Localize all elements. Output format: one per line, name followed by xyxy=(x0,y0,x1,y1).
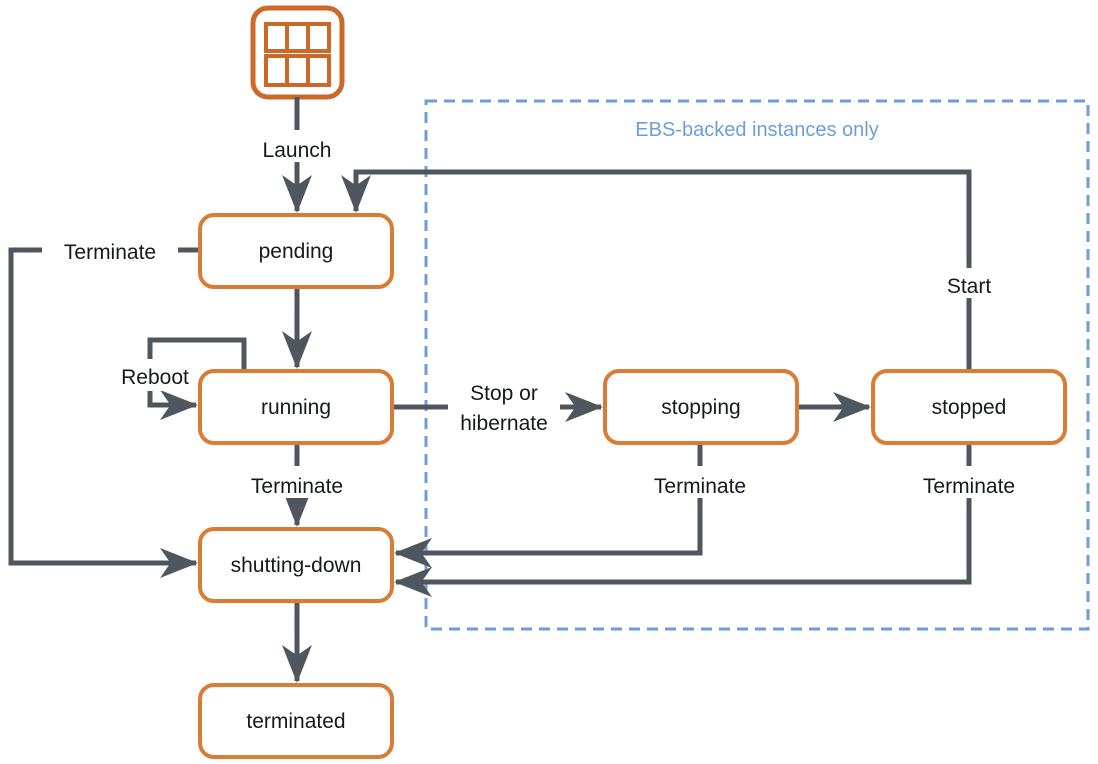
edge-label-pending-terminate: Terminate xyxy=(64,241,156,264)
edge-label-running-terminate: Terminate xyxy=(251,475,343,498)
edge-label-launch: Launch xyxy=(263,139,332,162)
edge-label-stop-or-hibernate-line2: hibernate xyxy=(460,412,548,435)
edge-label-stopped-terminate: Terminate xyxy=(923,475,1015,498)
edge-stopped-terminate-line xyxy=(393,443,972,598)
ebs-group-box xyxy=(424,99,1090,631)
node-label-stopping: stopping xyxy=(661,396,740,419)
node-stopped[interactable]: stopped xyxy=(871,369,1067,445)
node-pending[interactable]: pending xyxy=(198,213,394,289)
edge-label-reboot: Reboot xyxy=(121,366,189,389)
ebs-group-label: EBS-backed instances only xyxy=(635,119,878,141)
ec2-instance-icon xyxy=(250,5,345,100)
node-label-shutting-down: shutting-down xyxy=(231,554,362,577)
node-running[interactable]: running xyxy=(198,369,394,445)
node-terminated[interactable]: terminated xyxy=(198,683,394,759)
node-label-terminated: terminated xyxy=(246,710,345,733)
edge-start-line xyxy=(341,169,972,371)
node-label-stopped: stopped xyxy=(932,396,1007,419)
node-shutting-down[interactable]: shutting-down xyxy=(198,527,394,603)
node-label-pending: pending xyxy=(259,240,334,263)
node-stopping[interactable]: stopping xyxy=(603,369,799,445)
edge-reboot-line xyxy=(147,337,247,420)
node-label-running: running xyxy=(261,396,331,419)
edge-label-stop-or-hibernate-line1: Stop or xyxy=(470,382,538,405)
edge-label-start: Start xyxy=(947,275,992,298)
edge-label-stopping-terminate: Terminate xyxy=(654,475,746,498)
